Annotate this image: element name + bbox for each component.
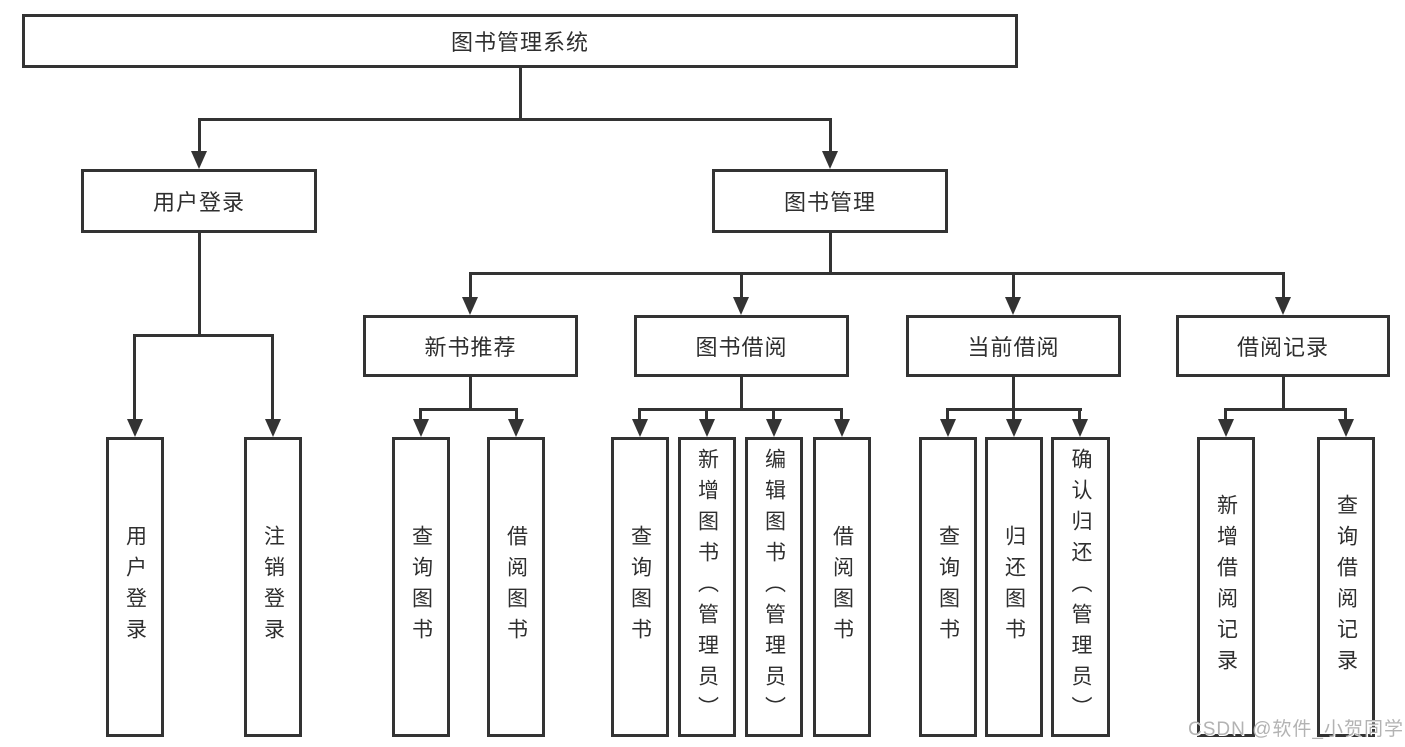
leaf-borrow-books-recommend: 借阅图书 [487, 437, 545, 737]
arrow-down-icon [191, 151, 207, 169]
connector [469, 272, 1285, 275]
connector [419, 408, 518, 411]
connector [1282, 377, 1285, 411]
node-new-book-recommendation: 新书推荐 [363, 315, 578, 377]
connector [1224, 408, 1227, 422]
node-book-borrowing: 图书借阅 [634, 315, 849, 377]
node-user-login-module: 用户登录 [81, 169, 317, 233]
connector [519, 68, 522, 121]
connector [705, 408, 708, 422]
arrow-down-icon [462, 297, 478, 315]
connector [1224, 408, 1347, 411]
connector [638, 408, 641, 422]
connector [1078, 408, 1081, 422]
connector [1012, 377, 1015, 411]
connector [829, 233, 832, 275]
node-root-system: 图书管理系统 [22, 14, 1018, 68]
connector [829, 118, 832, 154]
connector [515, 408, 518, 422]
node-borrowing-records: 借阅记录 [1176, 315, 1390, 377]
leaf-logout: 注销登录 [244, 437, 302, 737]
arrow-down-icon [733, 297, 749, 315]
connector [469, 377, 472, 411]
arrow-down-icon [822, 151, 838, 169]
connector [638, 408, 843, 411]
leaf-query-books-current: 查询图书 [919, 437, 977, 737]
leaf-query-books-recommend: 查询图书 [392, 437, 450, 737]
arrow-down-icon [1338, 419, 1354, 437]
node-book-management-module: 图书管理 [712, 169, 948, 233]
arrow-down-icon [940, 419, 956, 437]
arrow-down-icon [1006, 419, 1022, 437]
arrow-down-icon [1072, 419, 1088, 437]
connector [1344, 408, 1347, 422]
arrow-down-icon [1275, 297, 1291, 315]
leaf-return-books: 归还图书 [985, 437, 1043, 737]
leaf-borrow-books-borrowing: 借阅图书 [813, 437, 871, 737]
connector [840, 408, 843, 422]
connector [198, 233, 201, 337]
connector [419, 408, 422, 422]
arrow-down-icon [632, 419, 648, 437]
node-current-borrowing: 当前借阅 [906, 315, 1121, 377]
connector [1012, 408, 1015, 422]
arrow-down-icon [508, 419, 524, 437]
arrow-down-icon [413, 419, 429, 437]
connector [198, 118, 832, 121]
connector [469, 272, 472, 300]
leaf-query-books-borrowing: 查询图书 [611, 437, 669, 737]
arrow-down-icon [834, 419, 850, 437]
leaf-user-login: 用户登录 [106, 437, 164, 737]
arrow-down-icon [699, 419, 715, 437]
connector [1282, 272, 1285, 300]
connector [740, 272, 743, 300]
connector [133, 334, 136, 421]
arrow-down-icon [265, 419, 281, 437]
arrow-down-icon [1005, 297, 1021, 315]
connector [946, 408, 949, 422]
connector [772, 408, 775, 422]
connector [740, 377, 743, 411]
connector [133, 334, 274, 337]
arrow-down-icon [127, 419, 143, 437]
leaf-edit-books-admin: 编辑图书（管理员） [745, 437, 803, 737]
connector [271, 334, 274, 421]
leaf-query-borrow-record: 查询借阅记录 [1317, 437, 1375, 737]
leaf-confirm-return-admin: 确认归还（管理员） [1051, 437, 1110, 737]
arrow-down-icon [1218, 419, 1234, 437]
connector [198, 118, 201, 154]
connector [1012, 272, 1015, 300]
leaf-add-borrow-record: 新增借阅记录 [1197, 437, 1255, 737]
csdn-watermark: CSDN @软件_小贺同学 [1188, 719, 1404, 740]
arrow-down-icon [766, 419, 782, 437]
leaf-add-books-admin: 新增图书（管理员） [678, 437, 736, 737]
